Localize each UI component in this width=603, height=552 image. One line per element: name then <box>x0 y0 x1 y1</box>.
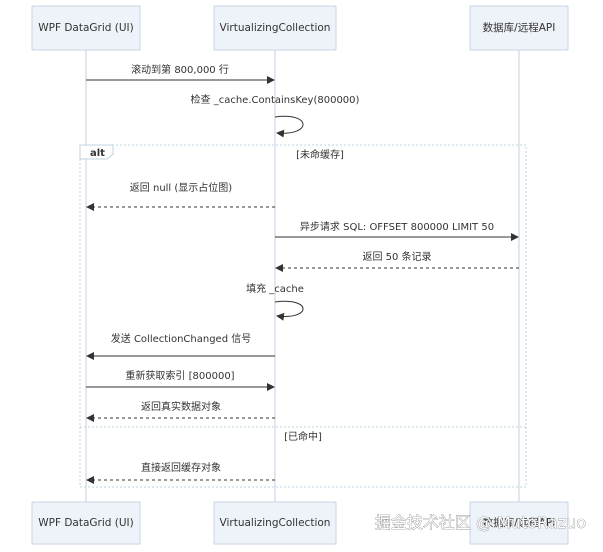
actor-top-vc: VirtualizingCollection <box>213 5 337 51</box>
actor-bottom-ui-label: WPF DataGrid (UI) <box>38 517 134 529</box>
message-return-cached-object: 直接返回缓存对象 <box>86 461 275 484</box>
actor-bottom-vc-label: VirtualizingCollection <box>220 517 331 529</box>
message-fill-cache-label: 填充 _cache <box>246 282 304 295</box>
message-return-records: 返回 50 条记录 <box>275 250 519 272</box>
alt-frame: alt [未命缓存] [已命中] <box>79 144 527 488</box>
message-return-records-label: 返回 50 条记录 <box>362 250 431 263</box>
actor-top-vc-label: VirtualizingCollection <box>220 22 331 34</box>
message-return-real-object: 返回真实数据对象 <box>86 400 275 422</box>
message-return-null-label: 返回 null (显示占位图) <box>130 181 232 194</box>
message-refetch-index: 重新获取索引 [800000] <box>86 369 275 391</box>
message-async-request-label: 异步请求 SQL: OFFSET 800000 LIMIT 50 <box>300 220 494 233</box>
message-check-cache-label: 检查 _cache.ContainsKey(800000) <box>191 93 360 106</box>
alt-label: alt <box>90 148 105 159</box>
message-fill-cache: 填充 _cache <box>246 282 304 321</box>
actor-top-db-label: 数据库/远程API <box>483 21 556 34</box>
message-collection-changed-label: 发送 CollectionChanged 信号 <box>111 332 251 345</box>
alt-condition-hit: [已命中] <box>284 430 322 443</box>
message-scroll-label: 滚动到第 800,000 行 <box>131 63 229 76</box>
message-collection-changed: 发送 CollectionChanged 信号 <box>86 332 275 360</box>
watermark: 掘金技术社区 @ MutoRazuo <box>375 513 586 532</box>
message-return-cached-object-label: 直接返回缓存对象 <box>141 461 221 474</box>
alt-condition-miss: [未命缓存] <box>296 148 344 161</box>
actor-bottom-db: 数据库/远程API <box>469 501 569 545</box>
actor-top-ui-label: WPF DataGrid (UI) <box>38 22 134 34</box>
message-return-null: 返回 null (显示占位图) <box>86 181 275 211</box>
actor-bottom-vc: VirtualizingCollection <box>213 501 337 545</box>
message-refetch-index-label: 重新获取索引 [800000] <box>125 369 234 382</box>
message-return-real-object-label: 返回真实数据对象 <box>141 400 221 413</box>
actor-bottom-db-label: 数据库/远程API <box>483 516 556 529</box>
actor-bottom-ui: WPF DataGrid (UI) <box>31 501 141 545</box>
message-check-cache: 检查 _cache.ContainsKey(800000) <box>191 93 360 138</box>
message-scroll: 滚动到第 800,000 行 <box>86 63 275 84</box>
message-async-request: 异步请求 SQL: OFFSET 800000 LIMIT 50 <box>275 220 519 241</box>
actor-top-ui: WPF DataGrid (UI) <box>31 5 141 51</box>
actor-top-db: 数据库/远程API <box>469 5 569 51</box>
